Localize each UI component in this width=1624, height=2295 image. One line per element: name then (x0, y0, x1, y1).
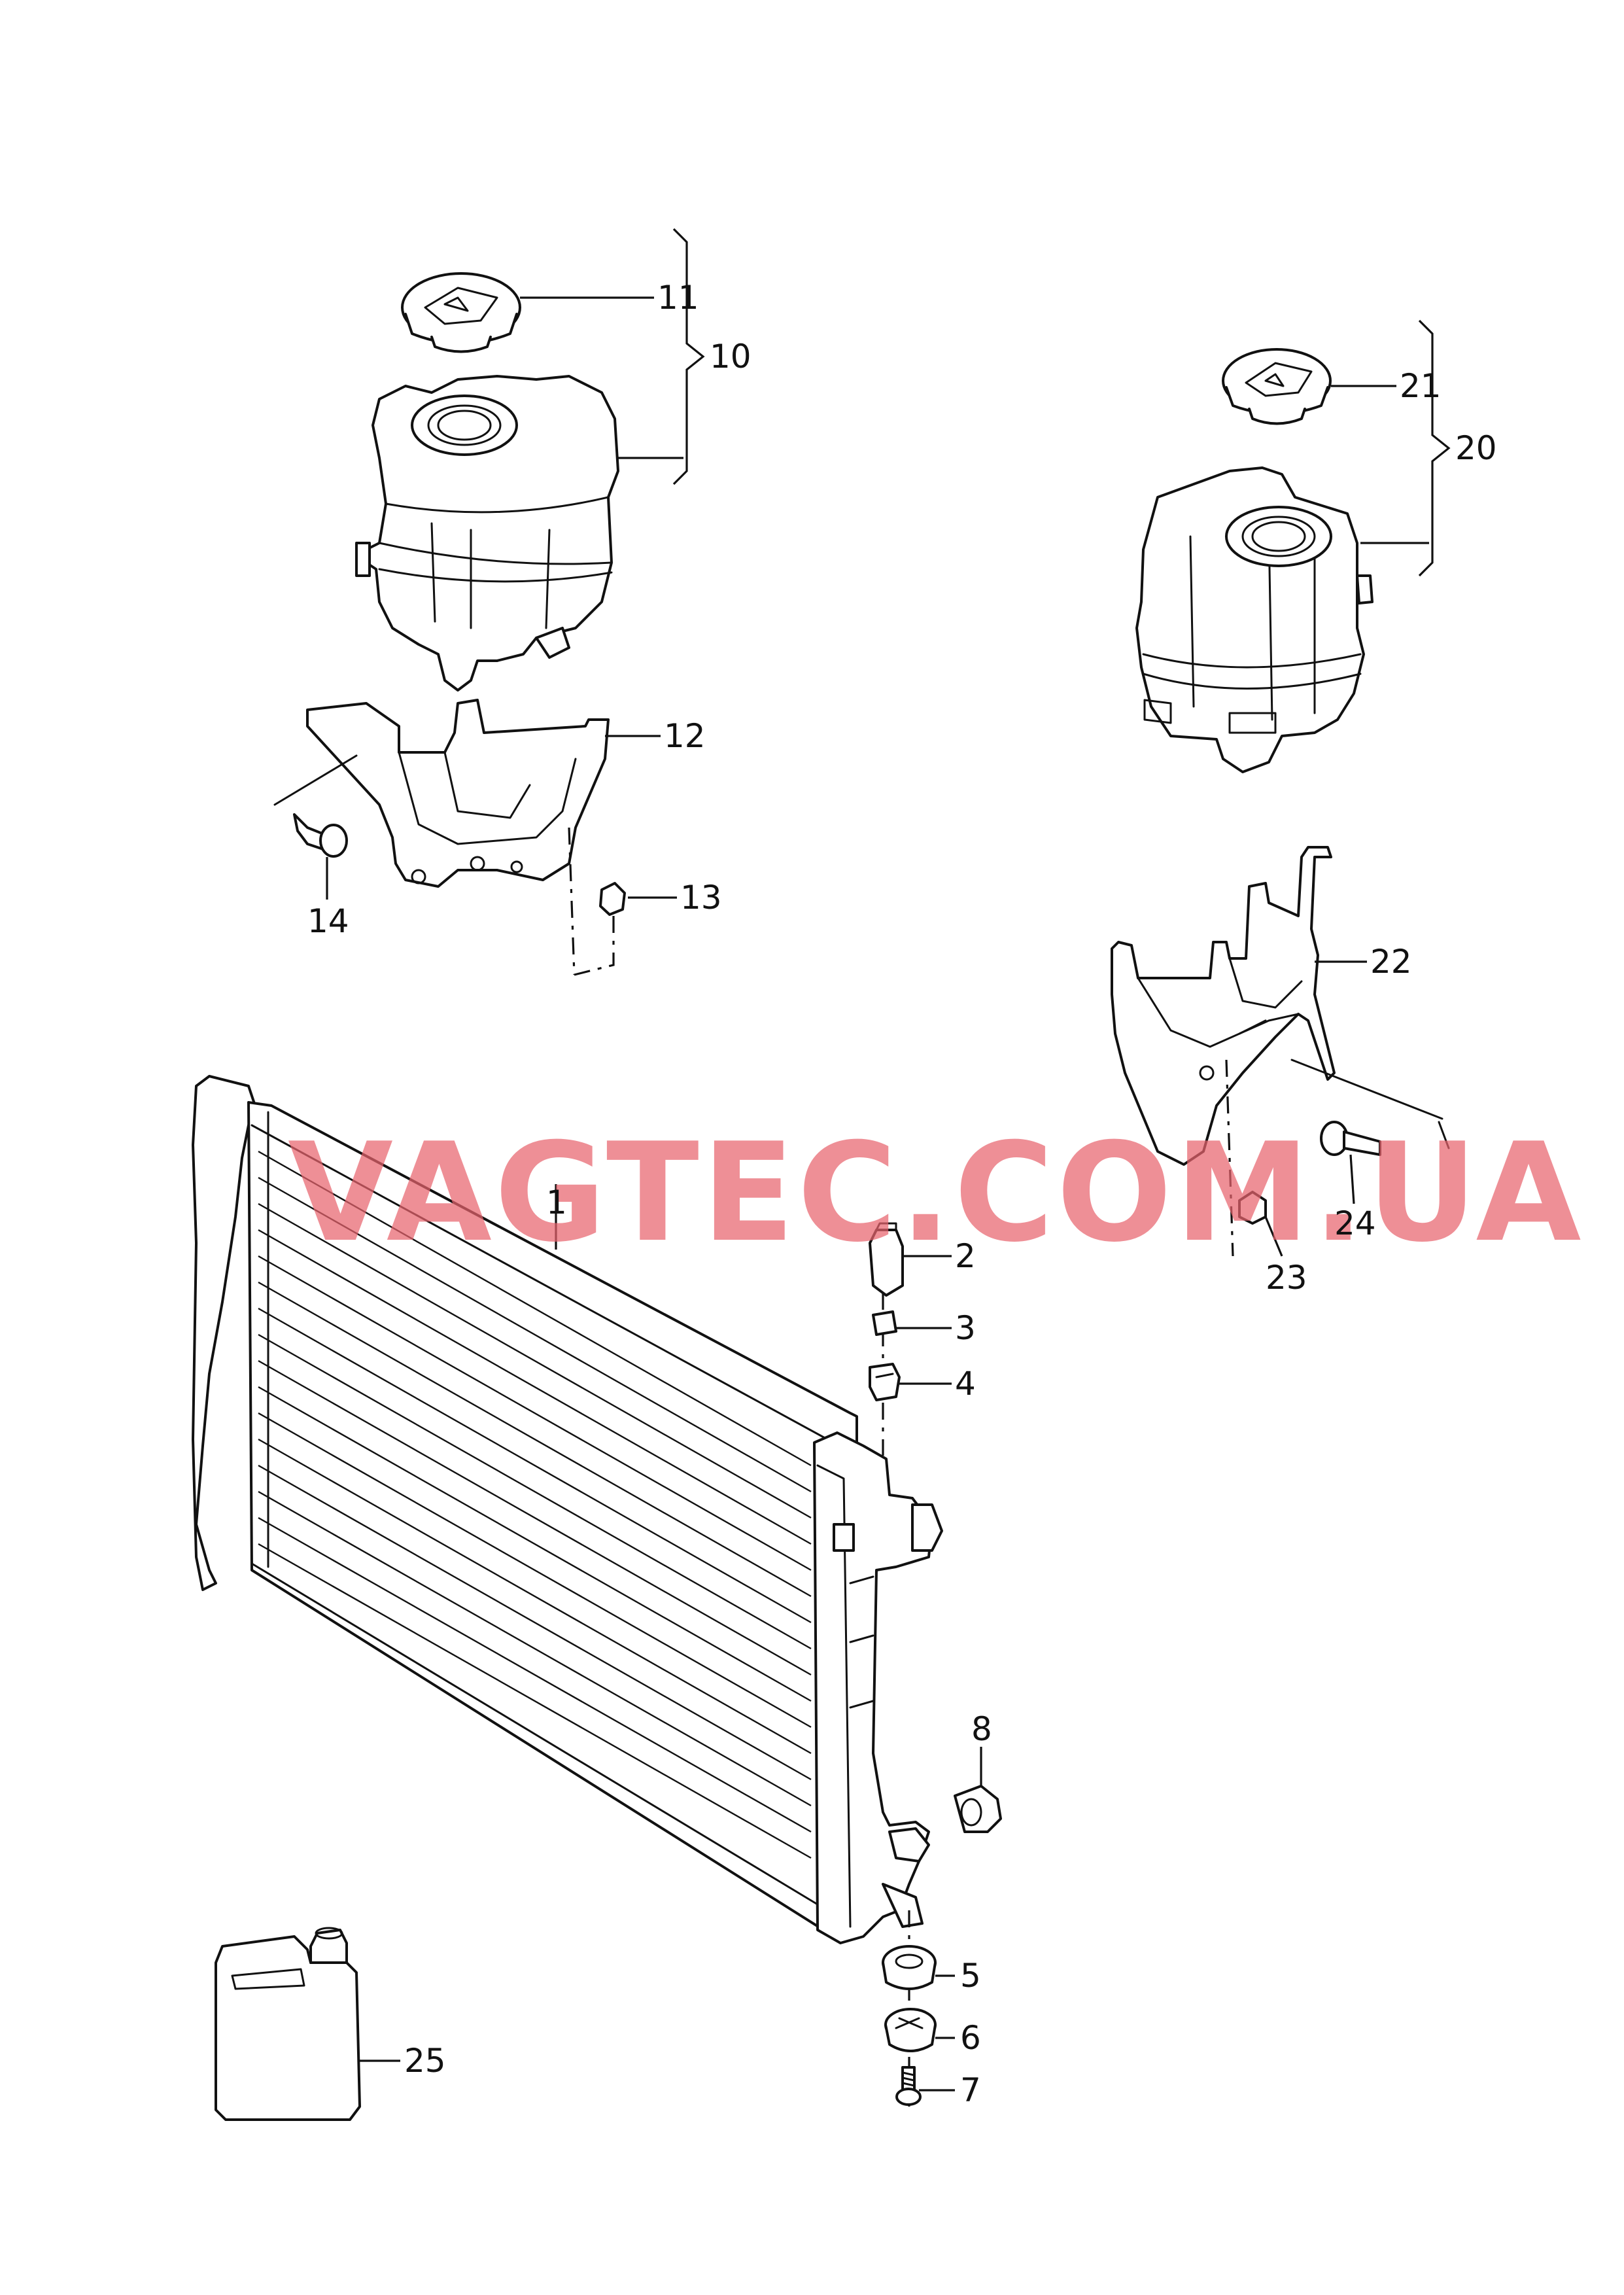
callout-24: 24 (1334, 1204, 1376, 1242)
callout-11: 11 (657, 279, 699, 317)
callout-12: 12 (664, 717, 706, 755)
callout-3: 3 (955, 1309, 976, 1347)
nut-13[interactable] (568, 827, 677, 976)
part-8[interactable] (954, 1747, 1002, 1833)
callout-8: 8 (971, 1710, 992, 1748)
callout-13: 13 (680, 879, 722, 917)
callout-1: 1 (546, 1183, 567, 1221)
callout-10: 10 (710, 338, 752, 376)
part-4[interactable] (869, 1363, 952, 1401)
tank-cap-left[interactable] (401, 272, 521, 353)
coolant-canister[interactable] (215, 1927, 400, 2121)
tank-bracket-left[interactable] (306, 699, 610, 888)
part-6[interactable] (884, 2008, 955, 2052)
radiator[interactable] (192, 1075, 943, 1944)
brace-20 (1418, 319, 1451, 577)
bolt-14[interactable] (273, 754, 358, 900)
callout-labels: 1 2 3 4 5 6 7 8 10 11 12 13 14 20 21 22 … (307, 279, 1497, 2109)
callout-7: 7 (960, 2071, 981, 2109)
callout-14: 14 (307, 902, 349, 940)
callout-4: 4 (955, 1365, 976, 1403)
nut-23[interactable] (1225, 1059, 1283, 1257)
bolt-24[interactable] (1290, 1059, 1450, 1204)
tank-bracket-right[interactable] (1111, 846, 1336, 1166)
part-3[interactable] (872, 1310, 952, 1336)
part-2[interactable] (869, 1222, 952, 1297)
callout-25: 25 (404, 2042, 446, 2080)
part-7[interactable] (895, 2066, 955, 2106)
expansion-tank-left[interactable] (355, 375, 619, 692)
expansion-tank-right[interactable] (1135, 466, 1373, 773)
callout-6: 6 (960, 2019, 981, 2057)
callout-23: 23 (1266, 1259, 1307, 1297)
callout-2: 2 (955, 1237, 976, 1275)
watermark: VAGTEC.COM.UA (288, 1114, 1583, 1272)
callout-5: 5 (960, 1957, 981, 1995)
radiator-fins (258, 1150, 812, 1859)
brace-10 (672, 228, 705, 485)
callout-20: 20 (1455, 429, 1497, 467)
tank-cap-right[interactable] (1222, 348, 1332, 425)
callout-21: 21 (1400, 367, 1442, 405)
part-5[interactable] (882, 1945, 955, 1990)
callout-22: 22 (1370, 943, 1412, 981)
